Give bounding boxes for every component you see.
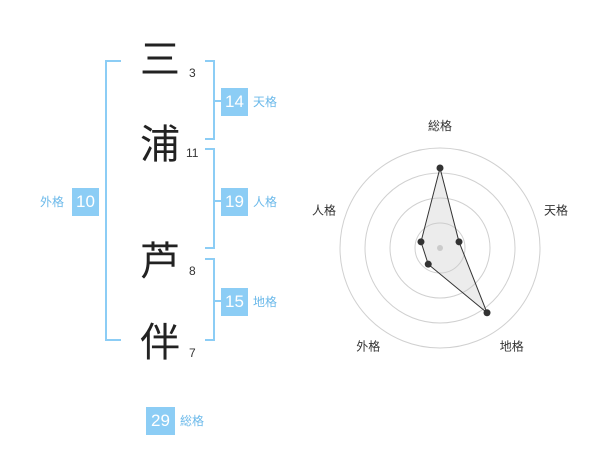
tenkaku-connector bbox=[215, 100, 221, 102]
radar-ring bbox=[364, 172, 516, 324]
radar-ring bbox=[339, 147, 541, 349]
radar-axis-label: 外格 bbox=[356, 339, 380, 354]
chikaku-label: 地格 bbox=[253, 295, 278, 309]
radar-axis-label: 天格 bbox=[544, 202, 568, 217]
radar-point-5 bbox=[417, 238, 425, 246]
stroke-count-3: 8 bbox=[189, 264, 196, 278]
gaikaku-label: 外格 bbox=[40, 195, 65, 209]
gaikaku-value-badge: 10 bbox=[72, 188, 99, 216]
radar-axis-label: 地格 bbox=[500, 339, 524, 354]
soukaku-value-badge: 29 bbox=[146, 407, 175, 435]
radar-points bbox=[417, 164, 491, 317]
name-char-2: 浦 bbox=[140, 122, 180, 168]
gaikaku-bracket bbox=[105, 60, 121, 341]
radar-axis-label: 人格 bbox=[312, 202, 336, 217]
name-char-4: 伴 bbox=[140, 320, 180, 366]
jinkaku-value-badge: 19 bbox=[221, 188, 248, 216]
radar-polygon bbox=[420, 167, 488, 314]
chikaku-value-badge: 15 bbox=[221, 288, 248, 316]
soukaku-label: 総格 bbox=[180, 414, 205, 428]
radar-center bbox=[437, 245, 443, 251]
chikaku-bracket bbox=[205, 258, 215, 341]
radar-rings bbox=[339, 147, 541, 349]
tenkaku-value-badge: 14 bbox=[221, 88, 248, 116]
tenkaku-bracket bbox=[205, 60, 215, 140]
radar-point-4 bbox=[424, 260, 432, 268]
tenkaku-label: 天格 bbox=[253, 95, 278, 109]
radar-point-1 bbox=[436, 164, 444, 172]
name-char-1: 三 bbox=[140, 37, 180, 83]
radar-ring bbox=[389, 197, 491, 299]
jinkaku-connector bbox=[215, 200, 221, 202]
radar-point-3 bbox=[483, 309, 491, 317]
stroke-count-2: 11 bbox=[186, 146, 199, 160]
jinkaku-bracket bbox=[205, 148, 215, 249]
stroke-count-1: 3 bbox=[189, 66, 196, 80]
name-char-3: 芦 bbox=[140, 239, 180, 285]
radar-ring bbox=[414, 222, 466, 274]
chikaku-connector bbox=[215, 300, 221, 302]
jinkaku-label: 人格 bbox=[253, 195, 278, 209]
stroke-count-4: 7 bbox=[189, 346, 196, 360]
radar-area bbox=[420, 167, 488, 314]
radar-axis-label: 総格 bbox=[428, 118, 452, 133]
radar-point-2 bbox=[455, 238, 463, 246]
